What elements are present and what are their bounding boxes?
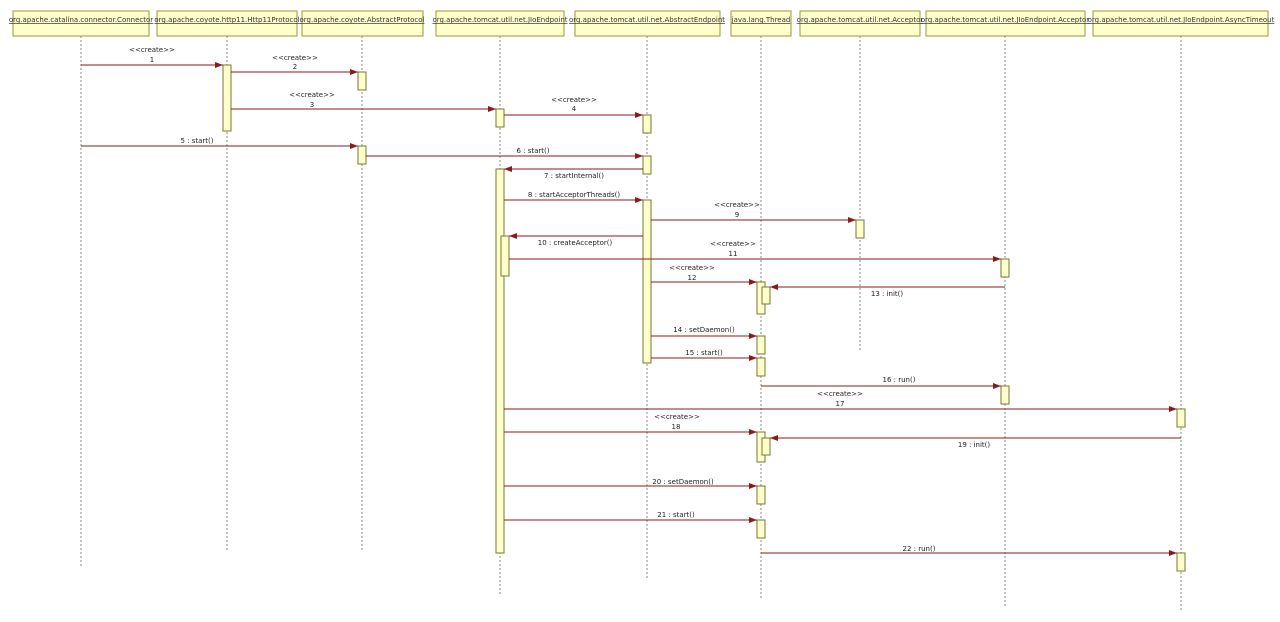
message-9: <<create>> 9 [651,201,856,223]
lifeline-header-async-timeout: org.apache.tomcat.util.net.JIoEndpoint.A… [1088,10,1275,37]
activation-bar [756,485,766,505]
lifeline-header-acceptor: org.apache.tomcat.util.net.Acceptor [797,10,924,37]
activation-bar [642,114,652,134]
message-17: <<create>> 17 [504,390,1177,412]
lifeline-title: org.apache.tomcat.util.net.JIoEndpoint.A… [1088,16,1275,24]
lifeline-header-abstract-protocol: org.apache.coyote.AbstractProtocol [300,10,425,37]
message-7: 7 : startInternal() [504,166,643,180]
message-2: <<create>> 2 [231,54,358,75]
lifeline-title: org.apache.tomcat.util.net.JIoEndpoint.A… [921,16,1089,24]
message-stereotype: <<create>> [710,240,756,248]
message-3: <<create>> 3 [231,91,496,112]
message-1: <<create>> 1 [81,46,223,68]
message-label: 17 [836,400,845,408]
lifeline-title: org.apache.tomcat.util.net.JIoEndpoint [432,16,567,24]
message-label: 20 : setDaemon() [652,478,714,486]
activation-bar [761,286,771,305]
lifeline-title: org.apache.coyote.AbstractProtocol [300,16,425,24]
activation-bar [855,219,865,239]
activation-bar [357,145,367,165]
lifeline-title: org.apache.tomcat.util.net.Acceptor [797,16,924,24]
message-19: 19 : init() [770,435,1181,449]
message-11: <<create>> 11 [509,240,1001,262]
lifeline-title: org.apache.tomcat.util.net.AbstractEndpo… [569,16,725,24]
message-stereotype: <<create>> [289,91,335,99]
activation-bar [1176,552,1186,572]
activation-bar [357,71,367,91]
message-stereotype: <<create>> [551,96,597,104]
message-20: 20 : setDaemon() [504,478,757,489]
message-label: 8 : startAcceptorThreads() [528,191,620,199]
message-label: 5 : start() [180,137,213,145]
message-label: 19 : init() [958,441,991,449]
message-label: 2 [293,63,297,71]
activation-bar [642,155,652,175]
lifeline-header-http11: org.apache.coyote.http11.Http11Protocol [154,10,300,37]
message-18: <<create>> 18 [504,413,757,435]
message-21: 21 : start() [504,511,757,523]
activation-bar [1176,408,1186,428]
message-label: 11 [729,250,738,258]
message-label: 10 : createAcceptor() [538,239,613,247]
activation-bar [1000,258,1010,278]
lifeline-header-thread: java.lang.Thread [730,10,792,37]
message-stereotype: <<create>> [714,201,760,209]
message-4: <<create>> 4 [504,96,643,118]
message-label: 16 : run() [883,376,916,384]
message-15: 15 : start() [651,349,757,361]
message-stereotype: <<create>> [272,54,318,62]
message-label: 7 : startInternal() [544,172,604,180]
message-5: 5 : start() [81,137,358,149]
message-stereotype: <<create>> [669,264,715,272]
activation-bar [495,108,505,128]
message-label: 3 [310,101,314,109]
message-stereotype: <<create>> [129,46,175,54]
lifeline-title: org.apache.coyote.http11.Http11Protocol [154,16,299,24]
message-label: 14 : setDaemon() [673,326,735,334]
message-label: 1 [150,56,154,64]
message-label: 9 [735,211,739,219]
activation-bar [642,199,652,364]
activation-bar [756,335,766,355]
message-6: 6 : start() [366,147,643,159]
message-label: 15 : start() [685,349,723,357]
activation-bar [495,168,505,554]
activation-bar [222,64,232,132]
message-14: 14 : setDaemon() [651,326,757,339]
lifeline-title: java.lang.Thread [731,16,791,24]
message-label: 13 : init() [871,290,904,298]
lifeline-header-abstract-endpoint: org.apache.tomcat.util.net.AbstractEndpo… [569,10,725,37]
message-label: 6 : start() [516,147,549,155]
message-22: 22 : run() [761,545,1177,556]
message-12: <<create>> 12 [651,264,757,285]
message-label: 21 : start() [657,511,695,519]
message-13: 13 : init() [770,284,1005,298]
message-label: 4 [572,105,577,113]
message-10: 10 : createAcceptor() [509,233,643,247]
activation-bar [500,235,510,277]
lifeline-header-connector: org.apache.catalina.connector.Connector [9,10,153,37]
message-stereotype: <<create>> [817,390,863,398]
lifeline-header-jio-acceptor: org.apache.tomcat.util.net.JIoEndpoint.A… [921,10,1089,37]
activation-bar [761,437,771,456]
message-8: 8 : startAcceptorThreads() [504,191,643,203]
lifeline-title: org.apache.catalina.connector.Connector [9,16,153,24]
message-label: 12 [688,274,697,282]
activation-bar [756,519,766,539]
message-label: 18 [672,423,681,431]
message-stereotype: <<create>> [654,413,700,421]
message-label: 22 : run() [903,545,936,553]
message-16: 16 : run() [761,376,1001,389]
lifeline-header-jio-endpoint: org.apache.tomcat.util.net.JIoEndpoint [432,10,568,37]
activation-bar [756,357,766,377]
activation-bar [1000,385,1010,405]
